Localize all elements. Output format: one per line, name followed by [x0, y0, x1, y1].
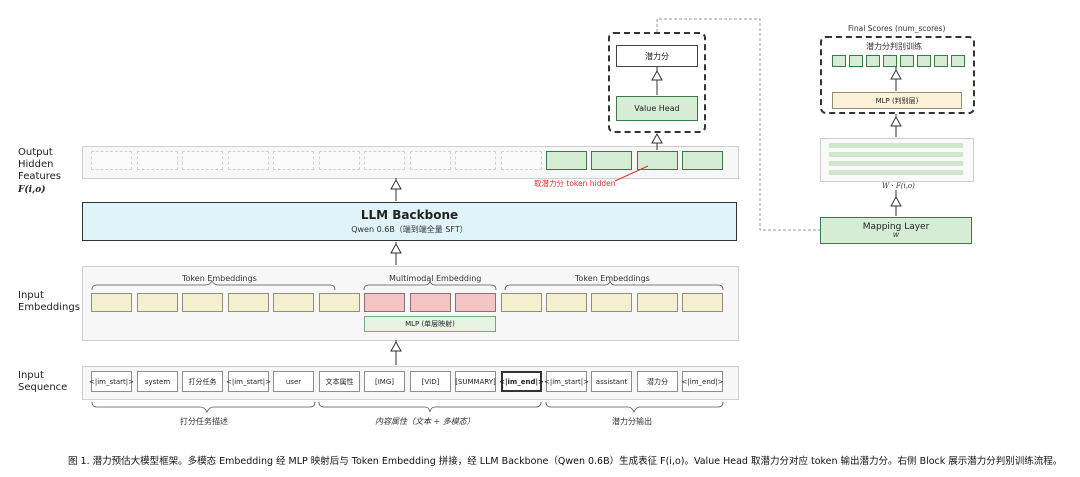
token: 打分任务 — [182, 371, 223, 392]
score-cell — [917, 55, 931, 67]
output-hidden-label: Output Hidden Features — [18, 147, 61, 182]
multimodal-embedding — [455, 293, 496, 312]
arrow-head — [890, 115, 902, 127]
value-head-box: Value Head — [616, 96, 698, 121]
hidden-cell — [228, 151, 269, 170]
score-cell — [883, 55, 897, 67]
llm-subtitle: Qwen 0.6B（端到端全量 SFT） — [351, 225, 468, 234]
hidden-cell — [501, 151, 542, 170]
bottom-brace — [545, 401, 724, 414]
token-highlighted: <|im_end|> — [499, 371, 544, 392]
bottom-brace — [91, 401, 316, 414]
figure-caption: 图 1. 潜力预估大模型框架。多模态 Embedding 经 MLP 映射后与 … — [68, 456, 1063, 467]
score-cell — [934, 55, 948, 67]
dashed-connector — [656, 18, 820, 231]
token-embedding — [228, 293, 269, 312]
arrow-head — [651, 69, 663, 81]
token: [IMG] — [364, 371, 405, 392]
token: <|im_start|> — [89, 371, 134, 392]
score-cell — [866, 55, 880, 67]
arrow-head — [890, 68, 902, 80]
llm-backbone: LLM Backbone Qwen 0.6B（端到端全量 SFT） — [82, 202, 737, 241]
multimodal-embedding — [364, 293, 405, 312]
llm-title: LLM Backbone — [360, 208, 459, 222]
hidden-cell-active — [637, 151, 678, 170]
token-embedding — [137, 293, 178, 312]
judge-block — [820, 36, 975, 114]
value-head-block — [608, 32, 706, 133]
hidden-cell — [91, 151, 132, 170]
token: <|im_start|> — [226, 371, 271, 392]
hidden-cell — [410, 151, 451, 170]
score-output-box: 潜力分 — [616, 45, 698, 67]
mlp-single-layer: MLP (单层映射) — [364, 316, 496, 332]
token-embedding — [682, 293, 723, 312]
feature-bar — [829, 143, 963, 148]
input-sequence-label: Input Sequence — [18, 370, 68, 393]
hidden-cell — [455, 151, 496, 170]
token-embedding — [546, 293, 587, 312]
feature-bar — [829, 152, 963, 157]
token-embedding — [637, 293, 678, 312]
score-cell — [951, 55, 965, 67]
arrow-head — [390, 340, 402, 352]
mapping-sub: W — [893, 232, 899, 239]
token: system — [137, 371, 178, 392]
token-embedding — [501, 293, 542, 312]
token-embedding — [182, 293, 223, 312]
mlp-judge-box: MLP (判别层) — [832, 92, 962, 109]
arrow-head — [390, 178, 402, 190]
group-label-right: Token Embeddings — [575, 274, 650, 283]
feature-bar — [829, 161, 963, 166]
arrow-head — [390, 242, 402, 254]
token: 潜力分 — [637, 371, 678, 392]
hidden-cell — [137, 151, 178, 170]
f-io-label: F(i,o) — [18, 185, 46, 195]
token: [SUMMARY] — [455, 371, 496, 392]
token: [VID] — [410, 371, 451, 392]
mapping-title: Mapping Layer — [862, 222, 930, 232]
hidden-cell — [364, 151, 405, 170]
hidden-cell — [182, 151, 223, 170]
feature-formula: W · F(i,o) — [882, 182, 915, 190]
token: user — [273, 371, 314, 392]
token: assistant — [591, 371, 632, 392]
brace-label-mid: 内容属性（文本 + 多模态） — [375, 417, 475, 426]
hidden-cell-active — [591, 151, 632, 170]
arrow-head — [651, 132, 663, 144]
final-scores-title: Final Scores (num_scores) — [848, 24, 946, 33]
group-label-left: Token Embeddings — [182, 274, 257, 283]
token-embedding — [319, 293, 360, 312]
hidden-pointer — [614, 165, 649, 182]
group-label-mid: Multimodal Embedding — [389, 274, 482, 283]
token: <|im_start|> — [544, 371, 589, 392]
token-embedding — [91, 293, 132, 312]
score-cell — [849, 55, 863, 67]
input-embeddings-label: Input Embeddings — [18, 290, 80, 313]
hidden-cell-active — [682, 151, 723, 170]
token-embedding — [273, 293, 314, 312]
group-brace — [504, 280, 724, 291]
group-brace — [363, 280, 497, 291]
token: <|im_end|> — [682, 371, 723, 392]
hidden-cell — [319, 151, 360, 170]
hidden-cell-active — [546, 151, 587, 170]
arrow-head — [890, 195, 902, 207]
hidden-note: 取潜力分 token hidden — [534, 179, 616, 188]
score-cell — [832, 55, 846, 67]
group-brace — [91, 280, 336, 291]
hidden-cell — [273, 151, 314, 170]
feature-bar — [829, 170, 963, 175]
brace-label-right: 潜力分输出 — [612, 417, 652, 426]
brace-label-left: 打分任务描述 — [180, 417, 228, 426]
mapping-layer-box: Mapping Layer W — [820, 217, 972, 244]
bottom-brace — [318, 401, 542, 413]
multimodal-embedding — [410, 293, 451, 312]
token: 文本属性 — [319, 371, 360, 392]
token-embedding — [591, 293, 632, 312]
judge-label: 潜力分判别训练 — [866, 42, 922, 51]
score-cell — [900, 55, 914, 67]
